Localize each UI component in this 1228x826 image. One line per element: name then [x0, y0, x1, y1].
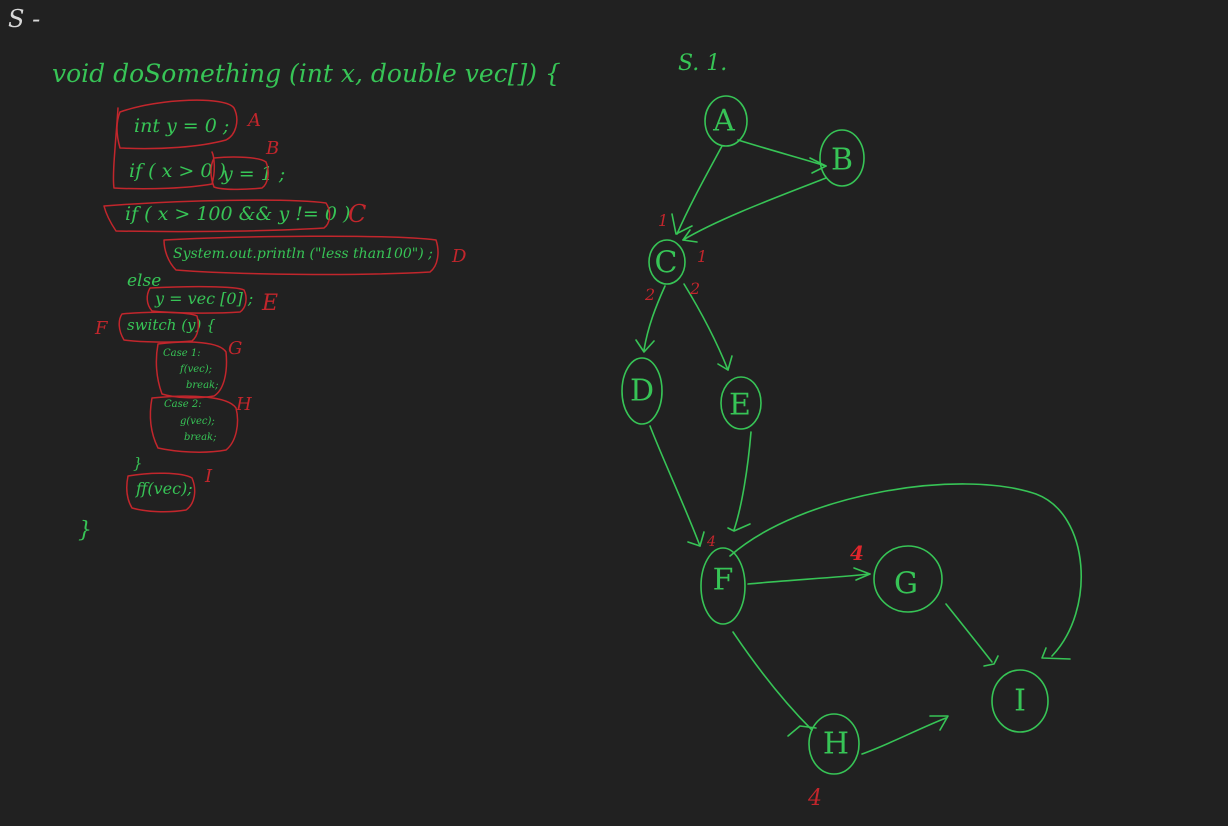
code-line-4: if ( x > 100 && y != 0 )	[125, 203, 350, 225]
code-line-5: System.out.println ("less than100") ;	[173, 246, 433, 262]
code-line-6: else	[127, 271, 161, 291]
edge-g-i	[945, 603, 993, 663]
block-outline-g	[155, 341, 228, 399]
code-line-3: y = 1 ;	[221, 163, 285, 185]
code-line-14: break;	[184, 432, 217, 443]
node-i: I	[991, 669, 1049, 733]
arrowhead-c-d	[635, 339, 655, 353]
code-line-17: }	[78, 518, 92, 543]
block-label-h: H	[235, 394, 252, 415]
node-c: C	[648, 239, 686, 285]
block-outline-e	[146, 285, 247, 314]
code-block-labels: A B C D E F G H I	[94, 110, 467, 487]
node-c-label: C	[655, 246, 678, 281]
node-f: F	[700, 547, 746, 625]
arrowhead-g-i	[983, 655, 999, 667]
block-label-a: A	[246, 110, 261, 131]
block-outline-f	[118, 311, 200, 343]
node-d-label: D	[630, 374, 654, 409]
code-line-15: }	[133, 454, 143, 472]
arrowhead-c-e	[717, 355, 733, 371]
annotation-1-ac: 1	[658, 211, 668, 230]
block-label-i: I	[204, 466, 213, 487]
code-listing: void doSomething (int x, double vec[]) {…	[52, 59, 561, 543]
block-outline-b	[210, 156, 269, 191]
block-outline-ab	[112, 107, 216, 190]
node-a-label: A	[712, 104, 735, 139]
block-outline-i	[126, 472, 196, 513]
code-line-11: break;	[186, 380, 219, 391]
arrowhead-f-h	[787, 725, 817, 737]
code-line-16: ff(vec);	[135, 479, 193, 498]
header-marks: S -	[8, 5, 40, 33]
arrowhead-f-g	[853, 567, 871, 581]
code-line-9: Case 1:	[163, 348, 201, 359]
block-outline-c	[103, 199, 331, 233]
node-d: D	[621, 357, 663, 425]
graph-annotations: 1 1 2 2 4 4 4	[644, 211, 864, 811]
code-line-13: g(vec);	[180, 416, 215, 427]
block-label-g: G	[228, 338, 242, 359]
annotation-1-bc: 1	[697, 247, 707, 266]
block-outline-d	[163, 235, 439, 276]
block-label-d: D	[451, 246, 467, 267]
node-h: H	[808, 713, 860, 775]
node-f-label: F	[713, 563, 734, 598]
edge-f-i	[729, 483, 1082, 657]
graph-edges	[635, 139, 1082, 755]
node-g-label: G	[894, 567, 918, 602]
edge-f-h	[732, 631, 813, 731]
block-label-b: B	[265, 138, 279, 159]
edge-c-e	[683, 283, 729, 371]
annotation-2-ce: 2	[689, 279, 700, 298]
code-line-7: y = vec [0] ;	[154, 289, 253, 308]
edge-e-f	[733, 431, 752, 531]
edge-a-c	[676, 145, 723, 235]
block-outline-h	[149, 395, 239, 453]
graph-nodes: A B C D E F G H	[621, 95, 1049, 775]
block-label-e: E	[261, 291, 278, 316]
arrowhead-a-c	[671, 213, 693, 235]
code-line-10: f(vec);	[179, 364, 212, 375]
graph-title: S. 1.	[678, 51, 727, 76]
node-a: A	[704, 95, 748, 147]
node-e: E	[720, 376, 762, 430]
block-label-f: F	[94, 318, 109, 339]
edge-c-d	[643, 285, 666, 351]
arrowhead-e-f	[727, 523, 751, 532]
code-signature: void doSomething (int x, double vec[]) {	[52, 59, 561, 88]
arrowhead-b-c	[682, 229, 698, 243]
code-block-outlines	[103, 99, 439, 513]
block-label-c: C	[348, 200, 366, 228]
annotation-4-f: 4	[706, 534, 716, 550]
code-line-12: Case 2:	[164, 399, 202, 410]
node-g: G	[873, 545, 943, 613]
arrowhead-f-i	[1041, 647, 1071, 660]
edge-h-i	[861, 717, 947, 755]
node-b-label: B	[831, 143, 853, 178]
arrowhead-d-f	[687, 531, 705, 547]
node-i-label: I	[1014, 684, 1026, 719]
annotation-4-g: 4	[850, 541, 864, 565]
code-line-8: switch (y) {	[127, 316, 216, 334]
edge-f-g	[747, 573, 871, 585]
node-h-label: H	[823, 727, 849, 762]
code-line-2: if ( x > 0 )	[129, 160, 226, 182]
edge-a-b	[737, 139, 827, 167]
block-outline-a	[116, 99, 238, 150]
edge-d-f	[649, 425, 701, 547]
arrowhead-h-i	[929, 715, 949, 731]
arrowhead-a-b	[809, 157, 827, 174]
edge-b-c	[682, 177, 827, 241]
code-line-1: int y = 0 ;	[134, 115, 229, 137]
node-b: B	[819, 129, 865, 187]
annotation-4-h: 4	[807, 786, 822, 811]
annotation-2-cd: 2	[644, 285, 655, 304]
node-e-label: E	[729, 388, 751, 423]
